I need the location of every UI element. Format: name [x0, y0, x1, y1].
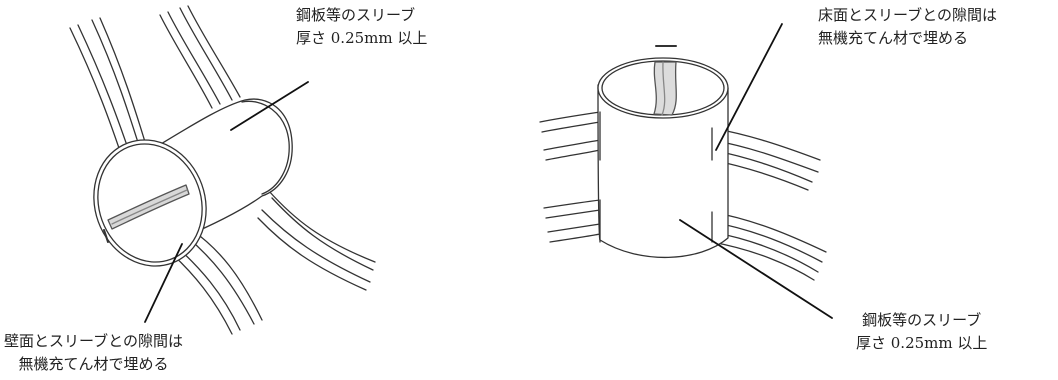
right-gap-label: 床面とスリーブとの隙間は 無機充てん材で埋める: [818, 4, 997, 50]
right-floor-band-upper-left: [539, 111, 601, 123]
left-sleeve-label-line2: 厚さ 0.25mm 以上: [296, 29, 428, 47]
right-sleeve-leader: [679, 219, 833, 319]
right-sleeve-label-line1: 鋼板等のスリーブ: [862, 311, 982, 329]
right-gap-leader: [715, 23, 783, 151]
left-wall-band-upper-right: [159, 14, 213, 109]
right-inner-pipe: [653, 61, 677, 116]
left-wall-sleeve-figure: [69, 5, 376, 335]
right-sleeve-label-line2: 厚さ 0.25mm 以上: [856, 334, 988, 352]
left-gap-leader: [144, 243, 183, 323]
right-sleeve-label: 鋼板等のスリーブ 厚さ 0.25mm 以上: [856, 309, 987, 355]
left-gap-label-line1: 壁面とスリーブとの隙間は: [4, 332, 183, 350]
left-sleeve-leader: [230, 81, 309, 131]
right-gap-label-line2: 無機充てん材で埋める: [818, 29, 969, 47]
right-gap-label-line1: 床面とスリーブとの隙間は: [818, 6, 997, 24]
right-floor-sleeve-figure: [539, 23, 833, 319]
left-sleeve-label: 鋼板等のスリーブ 厚さ 0.25mm 以上: [296, 4, 427, 50]
left-sleeve-label-line1: 鋼板等のスリーブ: [296, 6, 416, 24]
left-gap-label-line2: 無機充てん材で埋める: [18, 355, 169, 373]
left-wall-band-lower-right: [267, 189, 376, 263]
left-gap-label: 壁面とスリーブとの隙間は 無機充てん材で埋める: [4, 330, 183, 376]
right-floor-band-lower-left: [543, 199, 601, 209]
